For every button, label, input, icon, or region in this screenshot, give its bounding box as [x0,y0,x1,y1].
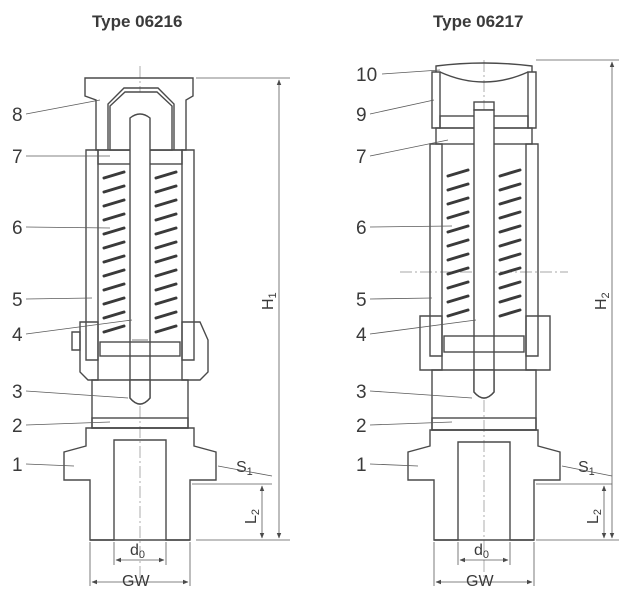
callout-4-right: 4 [356,325,367,346]
dim-gw: GW [122,573,150,590]
dimensions-right: H2 L2 S1 d0 GW [433,59,619,590]
valve-06216 [63,66,217,582]
callout-5-right: 5 [356,290,367,311]
lever-cap-part-10 [435,62,533,72]
dim-l2-right: L2 [585,509,604,524]
body-part-1-right [407,429,561,541]
dim-l2: L2 [243,509,262,524]
callout-6-right: 6 [356,218,367,239]
callout-2: 2 [12,416,23,437]
callout-8: 8 [12,105,23,126]
callout-3: 3 [12,382,23,403]
callout-6: 6 [12,218,23,239]
callout-5: 5 [12,290,23,311]
spindle-part-4 [129,113,151,405]
callout-7: 7 [12,147,23,168]
callout-3-right: 3 [356,382,367,403]
dim-s1: S1 [236,459,253,478]
title-type-06217: Type 06217 [433,12,523,31]
dim-d0: d0 [130,542,145,561]
callout-7-right: 7 [356,147,367,168]
callout-1: 1 [12,455,23,476]
spring-part-6-right [446,168,522,318]
callout-9: 9 [356,105,367,126]
valve-06217 [400,60,568,582]
callouts-right: 10 9 7 6 5 4 3 2 1 [356,65,477,476]
dim-d0-right: d0 [474,542,489,561]
callout-10: 10 [356,65,377,86]
callout-4: 4 [12,325,23,346]
callout-2-right: 2 [356,416,367,437]
dim-h2: H2 [593,292,612,310]
callouts-left: 8 7 6 5 4 3 2 1 [12,99,133,476]
dim-h1: H1 [260,292,279,310]
dim-gw-right: GW [466,573,494,590]
spring-part-6 [102,170,178,334]
spindle-part-4-right [473,109,495,399]
dimensions-left: H1 L2 S1 d0 GW [89,77,290,590]
callout-1-right: 1 [356,455,367,476]
body-part-1 [63,427,217,541]
title-type-06216: Type 06216 [92,12,182,31]
dim-s1-right: S1 [578,459,595,478]
